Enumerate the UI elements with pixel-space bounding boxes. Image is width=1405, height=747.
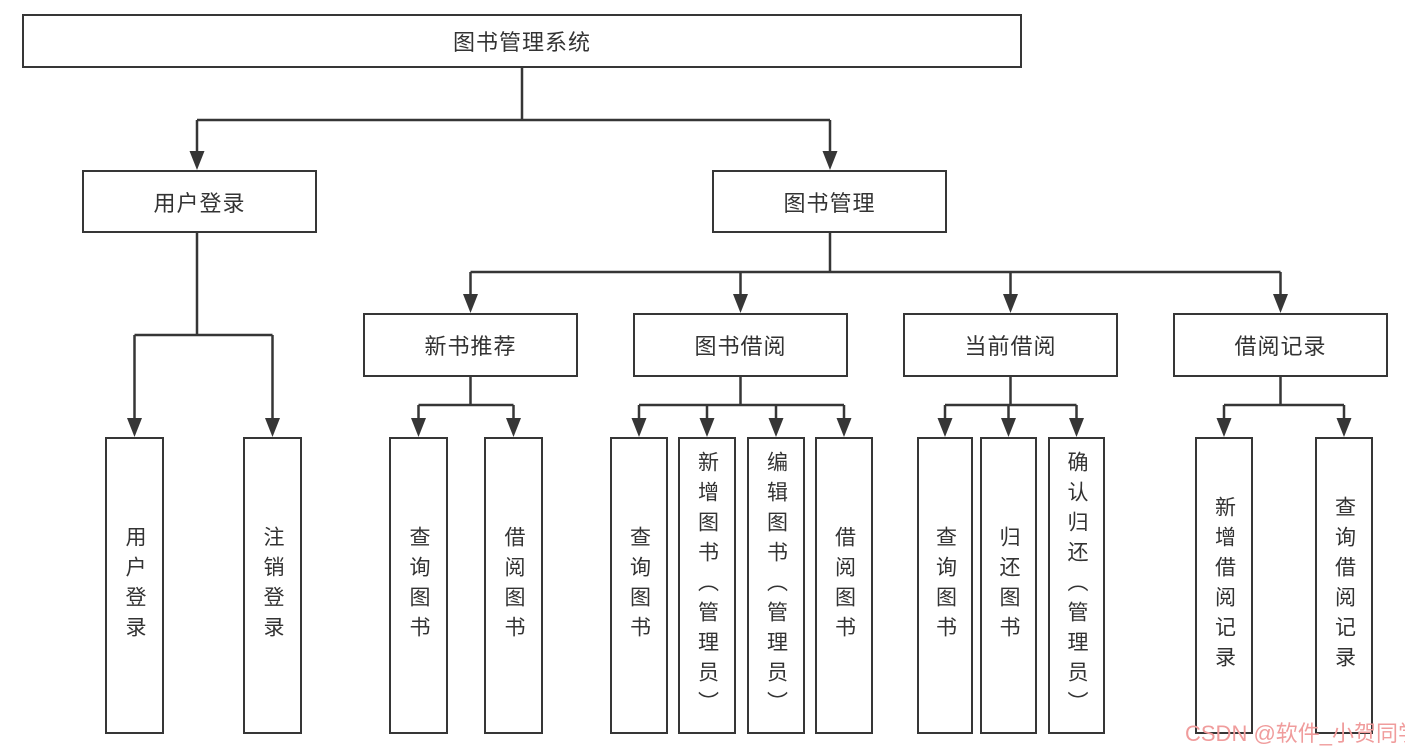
connector-book-mgmt-to-level3 [469,233,1282,300]
arrow-down-icon [506,418,521,437]
arrow-down-icon [733,294,748,313]
arrow-down-icon [1216,418,1232,437]
arrow-down-icon [127,418,142,437]
node-new-book-recommend: 新书推荐 [363,313,578,377]
node-book-management: 图书管理 [712,170,947,233]
leaf-return-book: 归还图书 [980,437,1037,734]
node-label: 图书管理 [783,190,876,216]
connector-user-login-to-leaves [133,233,274,424]
node-label: 借阅图书 [832,525,856,646]
leaf-borrow-books-recommend: 借阅图书 [484,437,543,734]
arrow-down-icon [411,418,426,437]
arrow-down-icon [836,418,852,437]
connector-root-to-level2 [195,68,832,156]
leaf-query-books-borrow: 查询图书 [610,437,668,734]
arrow-down-icon [699,418,715,437]
node-label: 图书借阅 [694,334,787,359]
arrow-down-icon [189,151,205,170]
leaf-query-books-current: 查询图书 [917,437,973,734]
leaf-user-login: 用户登录 [105,437,164,734]
node-label: 新增借阅记录 [1212,495,1236,676]
node-label: 查询图书 [933,525,957,646]
leaf-borrow-books: 借阅图书 [815,437,873,734]
connector-new-recommend-to-leaves [417,377,515,424]
node-label: 借阅图书 [502,525,525,646]
arrowhead-icons [127,151,1352,437]
arrow-down-icon [1273,294,1288,313]
node-label: 图书管理系统 [452,30,591,55]
node-label: 编辑图书（管理员） [764,450,788,721]
node-label: 归还图书 [997,525,1020,646]
node-root: 图书管理系统 [22,14,1022,68]
arrow-down-icon [265,418,280,437]
connector-book-borrow-to-leaves [637,377,846,424]
arrow-down-icon [1001,418,1016,437]
node-label: 注销登录 [261,525,284,646]
arrow-down-icon [937,418,953,437]
leaf-query-borrow-record: 查询借阅记录 [1315,437,1373,734]
arrow-down-icon [1003,294,1018,313]
node-current-borrow: 当前借阅 [903,313,1118,377]
leaf-add-book-admin: 新增图书（管理员） [678,437,736,734]
node-label: 查询图书 [407,525,430,646]
node-label: 当前借阅 [964,334,1057,359]
arrow-down-icon [822,151,838,170]
node-label: 用户登录 [153,190,246,216]
leaf-logout: 注销登录 [243,437,302,734]
leaf-edit-book-admin: 编辑图书（管理员） [747,437,805,734]
node-label: 查询图书 [627,525,651,646]
arrow-down-icon [631,418,647,437]
arrow-down-icon [1069,418,1084,437]
arrow-down-icon [1336,418,1352,437]
node-label: 用户登录 [123,525,146,646]
connector-current-borrow-to-leaves [943,377,1078,424]
node-user-login: 用户登录 [82,170,317,233]
leaf-add-borrow-record: 新增借阅记录 [1195,437,1253,734]
node-borrow-records: 借阅记录 [1173,313,1388,377]
node-book-borrow: 图书借阅 [633,313,848,377]
leaf-confirm-return-admin: 确认归还（管理员） [1048,437,1105,734]
csdn-watermark: CSDN @软件_小贺同学 [1185,721,1405,746]
node-label: 查询借阅记录 [1332,495,1356,676]
node-label: 借阅记录 [1234,334,1327,359]
arrow-down-icon [768,418,784,437]
connector-borrow-records-to-leaves [1222,377,1346,424]
node-label: 新书推荐 [424,334,517,359]
arrow-down-icon [463,294,478,313]
node-label: 确认归还（管理员） [1065,450,1088,721]
node-label: 新增图书（管理员） [695,450,719,721]
leaf-query-books-recommend: 查询图书 [389,437,448,734]
